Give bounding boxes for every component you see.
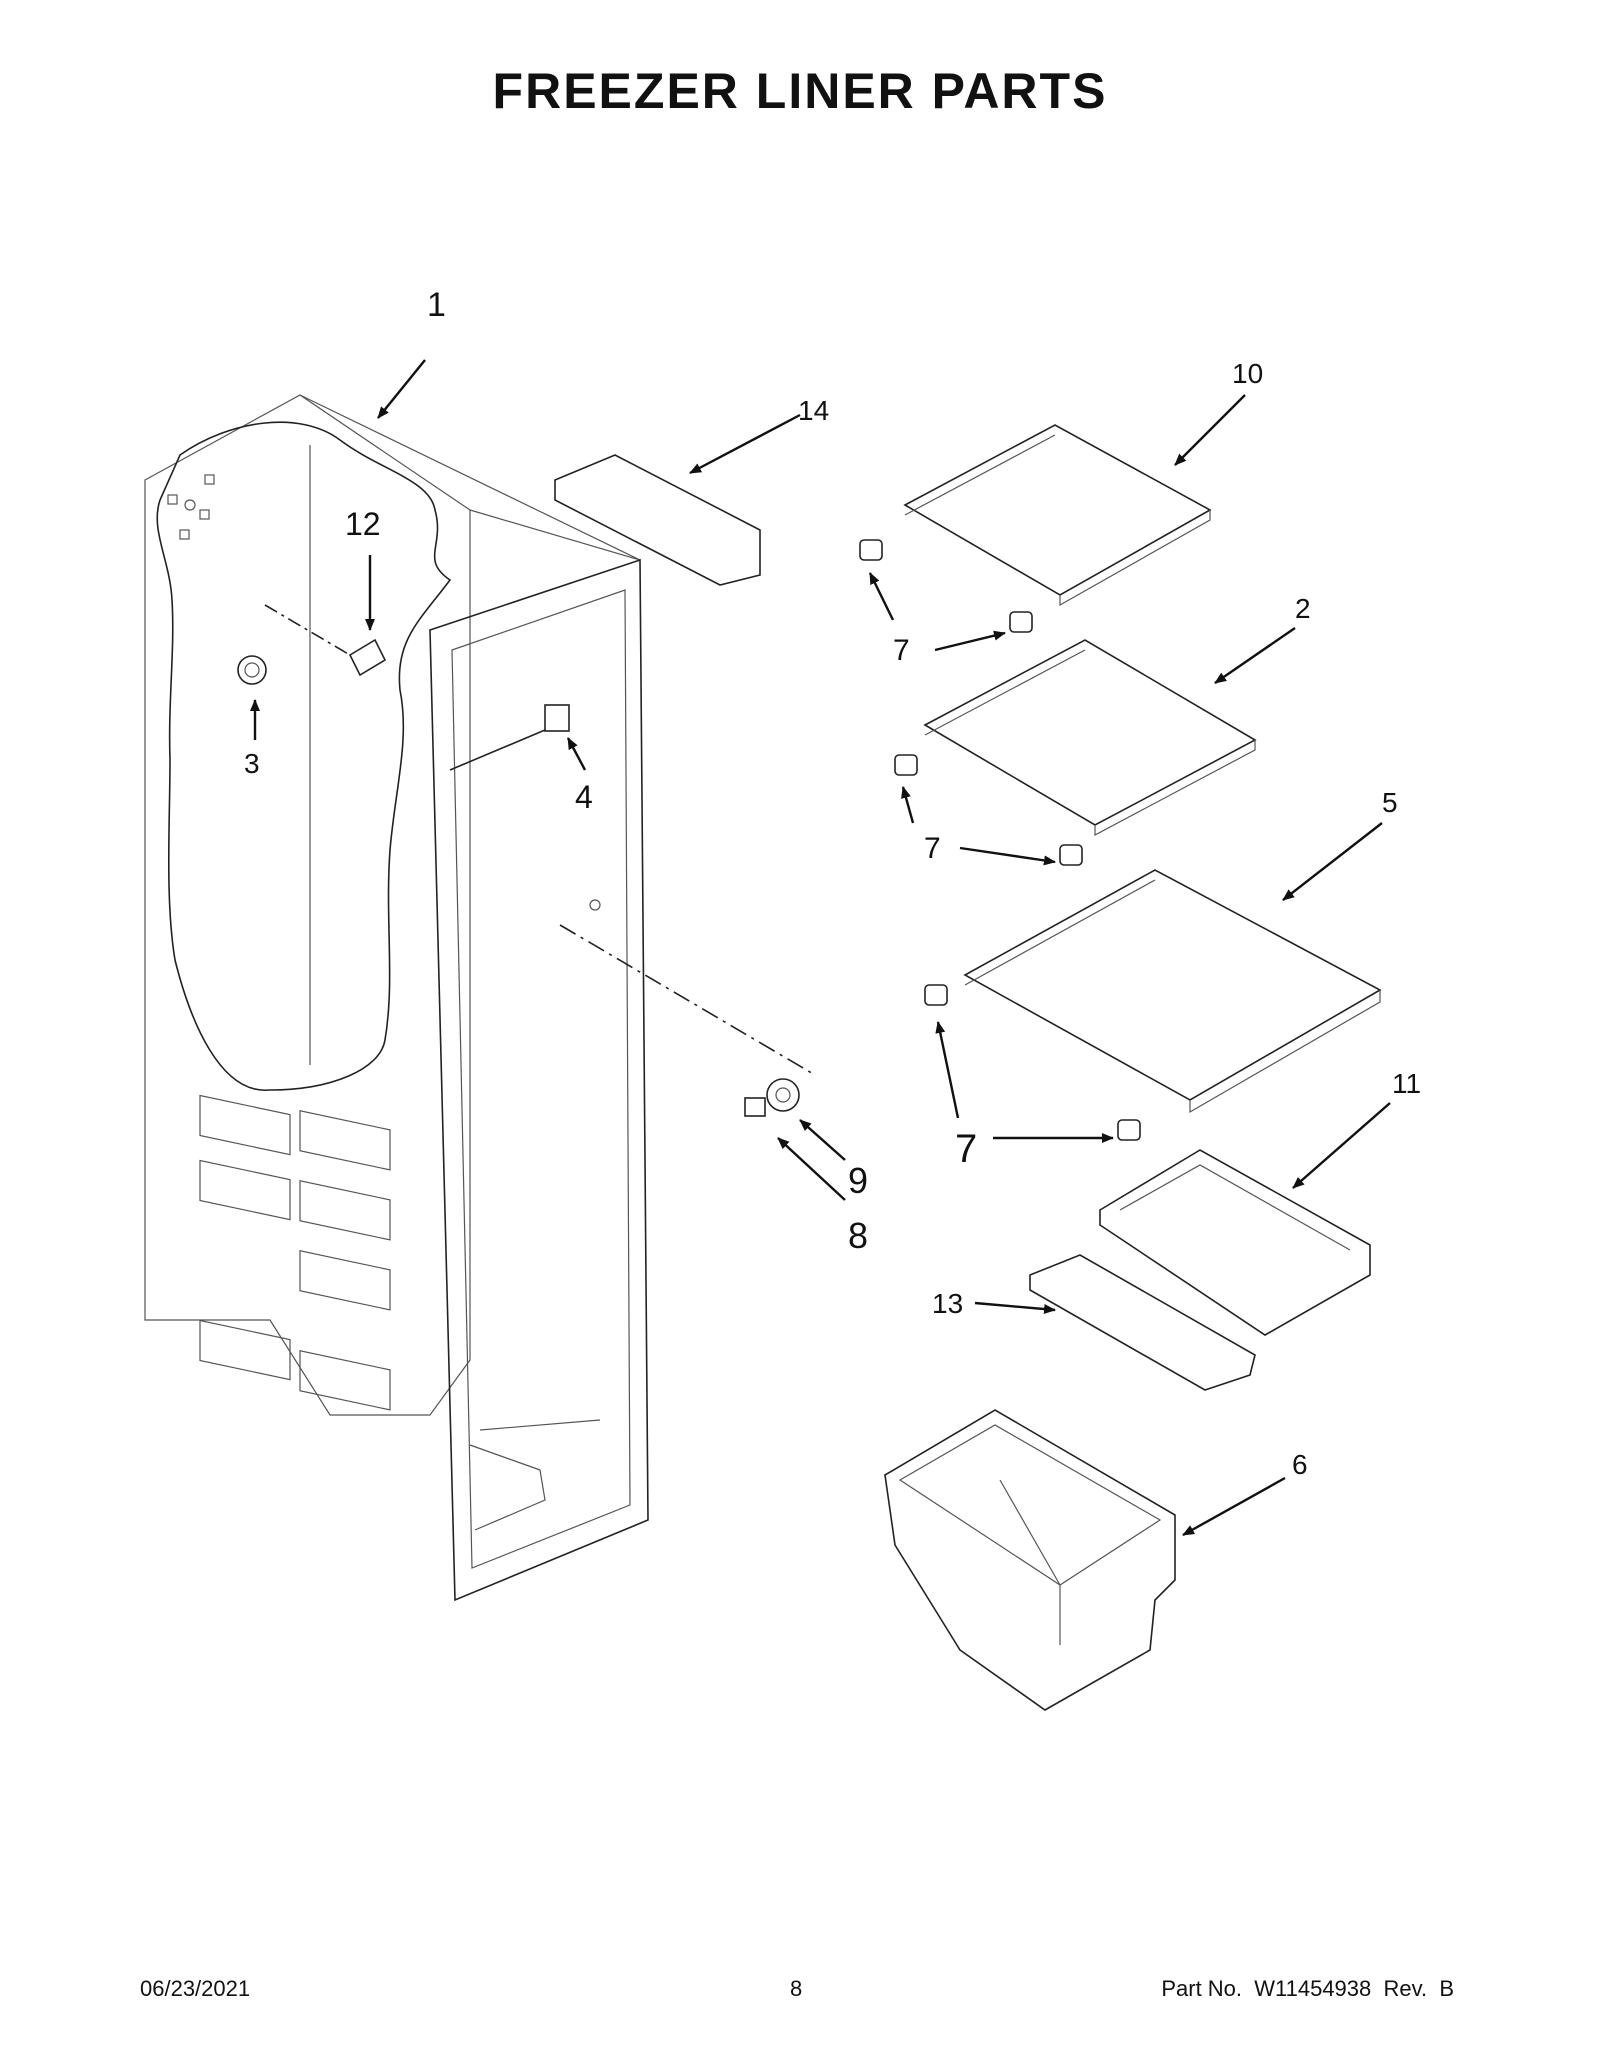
- part-8-9-screw-washer: [744, 1078, 800, 1117]
- callout-13: 13: [932, 1288, 963, 1319]
- page-title: FREEZER LINER PARTS: [492, 63, 1108, 119]
- callout-1: 1: [427, 286, 446, 324]
- leader-arrows: [250, 359, 1391, 1537]
- freezer-liner-part: [144, 394, 649, 1602]
- callout-6: 6: [1292, 1449, 1308, 1480]
- footer-part-number: Part No. W11454938 Rev. B: [1161, 1976, 1454, 2001]
- part-4-bracket: [544, 704, 570, 732]
- callout-5: 5: [1382, 787, 1398, 818]
- part-14-trim-bracket: [554, 454, 761, 586]
- footer-page-number: 8: [790, 1976, 803, 2001]
- callout-12: 12: [345, 506, 381, 542]
- callout-3: 3: [244, 748, 260, 779]
- part-11-shelf-frame: [1099, 1149, 1371, 1336]
- callout-7-top: 7: [893, 634, 910, 667]
- part-3-control-knob: [237, 655, 267, 685]
- callout-7-middle: 7: [924, 832, 941, 865]
- part-10-shelf: [903, 424, 1212, 607]
- part-12-clip: [348, 638, 387, 677]
- callout-4: 4: [575, 779, 593, 815]
- callout-11: 11: [1392, 1068, 1421, 1099]
- callout-8: 8: [848, 1215, 868, 1256]
- part-5-shelf: [963, 869, 1382, 1114]
- part-6-bin: [884, 1409, 1176, 1711]
- part-13-cover: [1029, 1254, 1256, 1391]
- callout-7-bottom: 7: [955, 1127, 977, 1171]
- part-7-shelf-supports: [859, 539, 1141, 1141]
- callout-10: 10: [1232, 358, 1263, 389]
- part-2-shelf: [923, 639, 1257, 836]
- footer-date: 06/23/2021: [140, 1976, 251, 2001]
- callout-14: 14: [798, 395, 829, 426]
- callout-9: 9: [848, 1160, 868, 1201]
- callout-2: 2: [1295, 593, 1311, 624]
